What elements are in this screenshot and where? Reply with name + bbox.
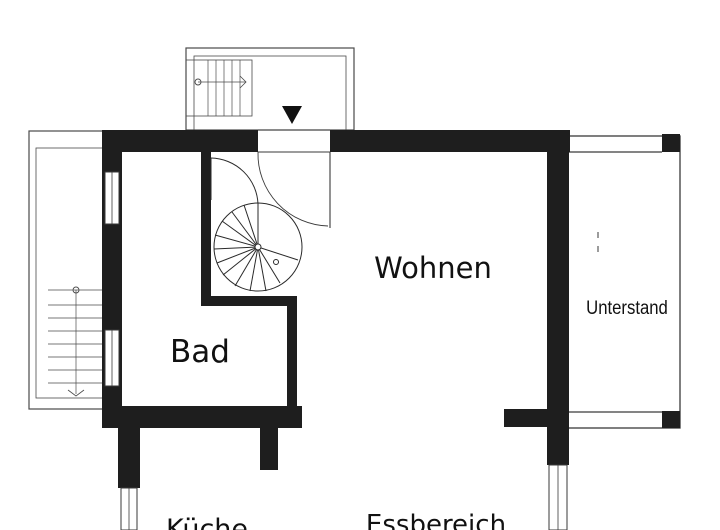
left-staircase xyxy=(28,130,105,410)
unterstand-frame xyxy=(567,135,681,429)
entrance-arrow-icon xyxy=(282,106,302,124)
room-label-unterstand: Unterstand xyxy=(586,297,668,318)
unterstand-post xyxy=(662,411,680,428)
unterstand-post xyxy=(662,134,680,152)
walls xyxy=(102,130,570,488)
room-label-wohnen: Wohnen xyxy=(374,251,492,285)
room-label-essbereich: Essbereich xyxy=(366,510,506,530)
top-staircase xyxy=(185,47,355,131)
room-label-bad: Bad xyxy=(170,334,230,370)
room-label-kueche: Küche xyxy=(166,514,248,530)
window-lines xyxy=(111,172,559,530)
door-swing-icon xyxy=(257,129,331,228)
spiral-staircase-icon xyxy=(210,157,303,292)
